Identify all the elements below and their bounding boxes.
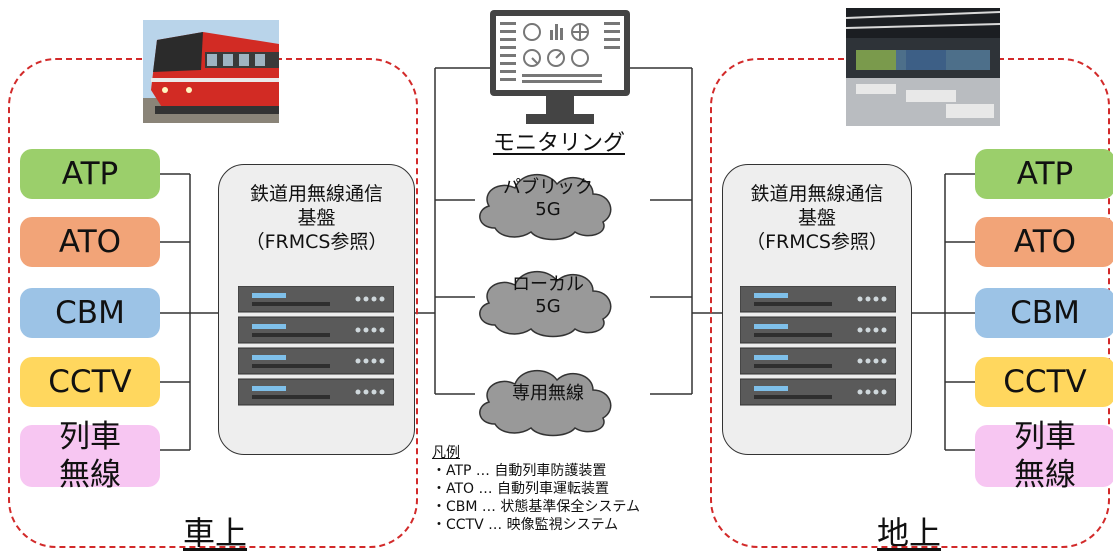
public-5g-cloud — [479, 174, 612, 241]
ground-cbm-box: CBM — [975, 288, 1113, 338]
onboard-cctv-box: CCTV — [20, 357, 160, 407]
onboard-server-rack-icon — [238, 286, 394, 406]
legend-item-ato: ・ATO … 自動列車運転装置 — [432, 481, 609, 497]
ground-atp-box: ATP — [975, 149, 1113, 199]
legend-title: 凡例 — [432, 445, 460, 461]
control-room-photo — [846, 8, 1000, 126]
local-5g-cloud — [479, 271, 612, 338]
legend-item-cbm: ・CBM … 状態基準保全システム — [432, 499, 640, 515]
onboard-train-radio-box: 列車無線 — [20, 419, 160, 493]
onboard-zone-label: 車上 — [183, 514, 248, 552]
ground-ato-box: ATO — [975, 217, 1113, 267]
onboard-cbm-box: CBM — [20, 288, 160, 338]
ground-server-rack-icon — [740, 286, 896, 406]
legend-item-cctv: ・CCTV … 映像監視システム — [432, 517, 619, 533]
legend: 凡例 ・ATP … 自動列車防護装置 ・ATO … 自動列車運転装置 ・CBM … — [432, 444, 640, 534]
ground-zone-label: 地上 — [877, 514, 942, 552]
monitoring-label: モニタリング — [492, 131, 625, 156]
onboard-platform-title: 鉄道用無線通信 基盤 （FRMCS参照） — [245, 183, 388, 253]
onboard-ato-box: ATO — [20, 217, 160, 267]
network-label-dedicated: 専用無線 — [512, 383, 584, 404]
legend-item-atp: ・ATP … 自動列車防護装置 — [432, 463, 607, 479]
onboard-atp-box: ATP — [20, 149, 160, 199]
dedicated-radio-cloud — [479, 370, 612, 437]
ground-train-radio-box: 列車無線 — [975, 419, 1113, 493]
ground-cctv-box: CCTV — [975, 357, 1113, 407]
monitor-icon — [488, 8, 632, 130]
ground-platform-title: 鉄道用無線通信 基盤 （FRMCS参照） — [746, 183, 888, 253]
train-photo — [143, 20, 279, 123]
